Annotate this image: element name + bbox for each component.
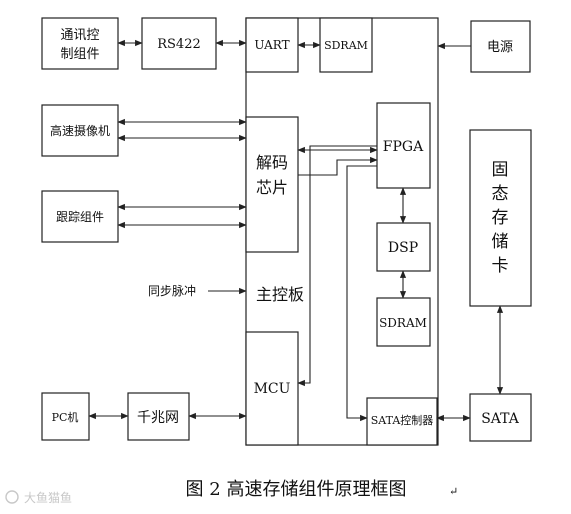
camera-box — [41, 104, 119, 157]
comm-control-box — [41, 17, 119, 70]
dsp-label: DSP — [388, 240, 418, 256]
decoder-fpga-link-lower — [298, 156, 378, 176]
sata-controller-label: SATA控制器 — [371, 413, 434, 427]
rs422-label: RS422 — [157, 37, 201, 52]
mcu-box — [245, 331, 299, 446]
watermark-text: 大鱼猫鱼 — [24, 491, 72, 505]
decoder-chip-label-1: 解码 — [256, 153, 288, 172]
tracking-label: 跟踪组件 — [56, 210, 104, 224]
comm-control-label-1: 通讯控 — [60, 28, 99, 43]
storage-label-1: 固 — [492, 160, 509, 180]
storage-label-3: 存 — [492, 208, 509, 228]
power-label: 电源 — [487, 40, 513, 55]
fpga-mcu-link — [297, 145, 377, 387]
pc-label: PC机 — [52, 410, 79, 424]
storage-label-5: 卡 — [492, 256, 509, 276]
sdram-mid-box — [376, 297, 431, 347]
decoder-chip-label-2: 芯片 — [256, 178, 288, 197]
mcu-label: MCU — [254, 381, 291, 397]
watermark: 大鱼猫鱼 — [5, 490, 72, 505]
sync-pulse-label: 同步脉冲 — [148, 283, 196, 298]
main-board-label: 主控板 — [256, 285, 304, 304]
tracking-box — [41, 190, 119, 243]
sdram-top-label: SDRAM — [324, 39, 368, 52]
sata-label: SATA — [481, 411, 520, 427]
figure-caption: 图 2 高速存储组件原理框图 — [186, 479, 407, 500]
camera-label: 高速摄像机 — [50, 123, 110, 138]
comm-control-label-2: 制组件 — [60, 47, 99, 62]
fpga-label: FPGA — [383, 139, 424, 155]
uart-label: UART — [254, 38, 289, 52]
watermark-logo-icon — [5, 490, 19, 504]
gigabit-label: 千兆网 — [137, 410, 179, 426]
sdram-top-box — [319, 17, 373, 73]
decoder-chip-box — [245, 116, 299, 253]
fpga-box — [376, 102, 431, 189]
fpga-sata-controller-link — [346, 165, 377, 422]
sdram-mid-label: SDRAM — [379, 316, 427, 330]
paragraph-mark: ↵ — [449, 485, 458, 498]
dsp-box — [376, 222, 431, 272]
storage-label-4: 储 — [492, 232, 509, 252]
storage-card-box — [469, 129, 532, 307]
rs422-box — [141, 17, 217, 70]
sata-controller-box — [366, 397, 438, 446]
storage-label-2: 态 — [492, 184, 509, 204]
